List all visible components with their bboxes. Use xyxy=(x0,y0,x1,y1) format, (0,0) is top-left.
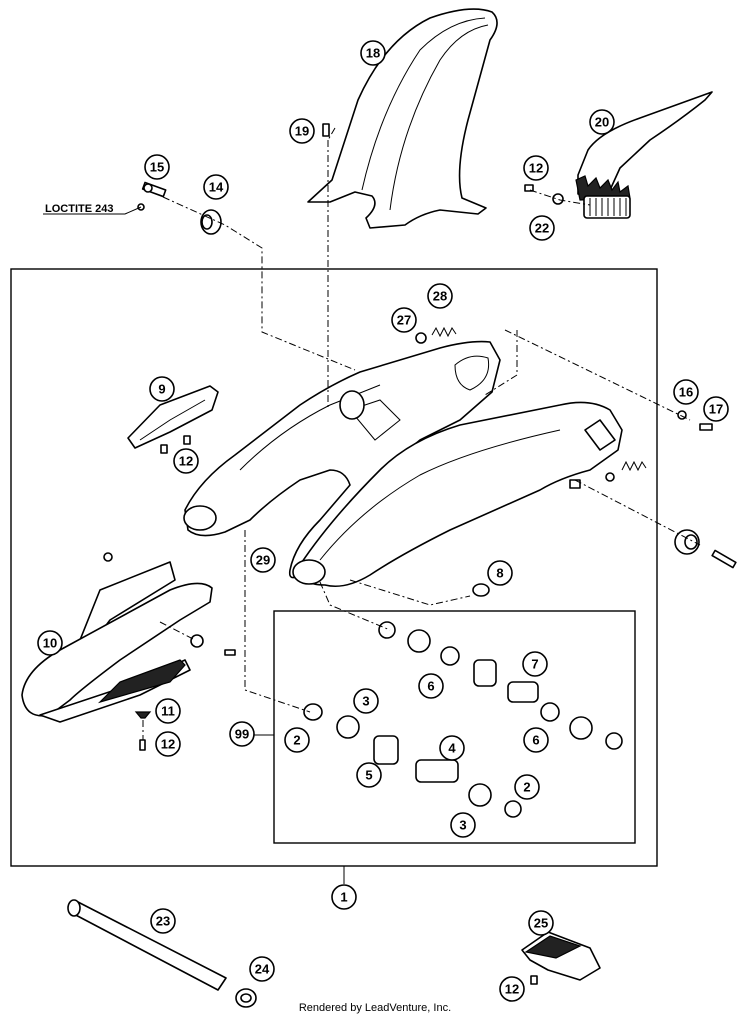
callout-27: 27 xyxy=(391,307,417,333)
screw-19 xyxy=(322,123,330,137)
pivot-axle xyxy=(67,899,227,991)
callout-8: 8 xyxy=(487,560,513,586)
svg-text:11: 11 xyxy=(161,704,175,719)
svg-text:12: 12 xyxy=(179,454,193,469)
screw-12-slider xyxy=(160,435,191,454)
bearing-kit-frame xyxy=(273,610,636,844)
callout-14: 14 xyxy=(203,174,229,200)
screw-12-lower xyxy=(139,739,146,751)
spring-28 xyxy=(431,326,647,472)
callout-6a: 6 xyxy=(418,673,444,699)
assembly-frame xyxy=(10,268,658,867)
callout-10: 10 xyxy=(37,630,63,656)
footer-credit: Rendered by LeadVenture, Inc. xyxy=(299,1002,451,1014)
svg-text:3: 3 xyxy=(362,694,369,709)
chain-guard-lower xyxy=(21,552,236,723)
bolt-17 xyxy=(699,423,713,431)
chain-guard-upper xyxy=(575,91,713,219)
spacer-right xyxy=(674,529,737,569)
svg-text:6: 6 xyxy=(532,733,539,748)
svg-text:25: 25 xyxy=(534,916,548,931)
callout-24: 24 xyxy=(249,956,275,982)
svg-text:3: 3 xyxy=(459,818,466,833)
spacer-8 xyxy=(472,583,490,597)
callout-29: 29 xyxy=(250,547,276,573)
callout-19: 19 xyxy=(289,118,315,144)
svg-text:99: 99 xyxy=(235,727,249,742)
svg-text:8: 8 xyxy=(496,566,503,581)
callout-12d: 12 xyxy=(499,976,525,1002)
callout-12c: 12 xyxy=(155,731,181,757)
svg-text:28: 28 xyxy=(433,289,447,304)
bolt-12-upper xyxy=(524,184,534,192)
svg-text:14: 14 xyxy=(209,180,224,195)
small-nut-right xyxy=(605,472,615,482)
callout-18: 18 xyxy=(360,40,386,66)
svg-text:15: 15 xyxy=(150,160,164,175)
callout-9: 9 xyxy=(149,376,175,402)
washer-11 xyxy=(134,711,152,719)
svg-text:10: 10 xyxy=(43,636,57,651)
svg-text:1: 1 xyxy=(340,890,347,905)
svg-text:7: 7 xyxy=(531,657,538,672)
callout-2a: 2 xyxy=(284,727,310,753)
svg-text:24: 24 xyxy=(255,962,270,977)
assembly-lines xyxy=(142,127,701,740)
callout-99: 99 xyxy=(229,721,255,747)
callout-22: 22 xyxy=(529,215,555,241)
callout-3a: 3 xyxy=(353,688,379,714)
nut-22 xyxy=(552,193,564,205)
svg-text:2: 2 xyxy=(523,780,530,795)
callout-2b: 2 xyxy=(514,774,540,800)
svg-text:22: 22 xyxy=(535,221,549,236)
callout-5: 5 xyxy=(356,762,382,788)
svg-text:5: 5 xyxy=(365,768,372,783)
svg-text:12: 12 xyxy=(505,982,519,997)
callout-12a: 12 xyxy=(173,448,199,474)
callout-4: 4 xyxy=(439,735,465,761)
callout-25: 25 xyxy=(528,910,554,936)
svg-text:19: 19 xyxy=(295,124,309,139)
svg-text:9: 9 xyxy=(158,382,165,397)
svg-text:2: 2 xyxy=(293,733,300,748)
rear-fender xyxy=(307,8,498,229)
svg-text:27: 27 xyxy=(397,313,411,328)
svg-text:6: 6 xyxy=(427,679,434,694)
chain-slider-9 xyxy=(127,385,219,449)
callout-16: 16 xyxy=(673,379,699,405)
nut-27 xyxy=(415,332,427,344)
bearing-kit-parts xyxy=(303,621,623,818)
callout-17: 17 xyxy=(703,396,729,422)
svg-text:18: 18 xyxy=(366,46,380,61)
callout-23: 23 xyxy=(150,908,176,934)
callout-11: 11 xyxy=(155,698,181,724)
swingarm xyxy=(183,340,623,588)
svg-text:17: 17 xyxy=(709,402,723,417)
svg-text:20: 20 xyxy=(595,115,609,130)
callout-20: 20 xyxy=(589,109,615,135)
callout-15: 15 xyxy=(144,154,170,180)
svg-text:12: 12 xyxy=(529,161,543,176)
svg-text:29: 29 xyxy=(256,553,270,568)
svg-text:12: 12 xyxy=(161,737,175,752)
callout-1: 1 xyxy=(331,884,357,910)
nut-24 xyxy=(235,988,257,1008)
callout-28: 28 xyxy=(427,283,453,309)
callout-12b: 12 xyxy=(523,155,549,181)
callout-7: 7 xyxy=(522,651,548,677)
callout-3b: 3 xyxy=(450,812,476,838)
bolt-15 xyxy=(141,181,167,198)
svg-text:16: 16 xyxy=(679,385,693,400)
svg-text:4: 4 xyxy=(448,741,456,756)
svg-text:23: 23 xyxy=(156,914,170,929)
callout-6b: 6 xyxy=(523,727,549,753)
loctite-note: LOCTITE 243 xyxy=(45,203,113,215)
chain-guard-teeth xyxy=(583,195,631,219)
guard-25 xyxy=(521,931,601,985)
